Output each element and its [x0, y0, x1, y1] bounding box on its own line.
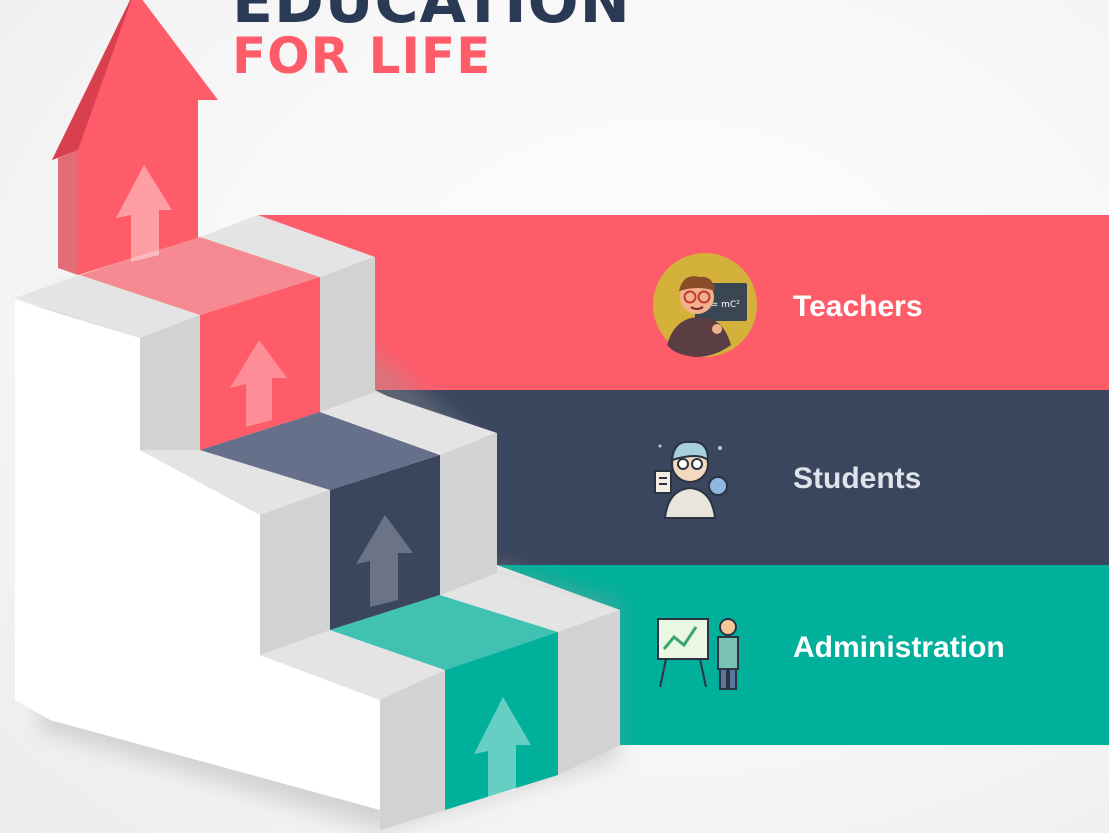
stair-riser-teal — [445, 632, 558, 810]
teachers-label: Teachers — [793, 290, 923, 323]
band-students — [375, 390, 1109, 565]
red-up-arrow — [52, 0, 218, 275]
arrow-on-red-arrow — [116, 165, 172, 262]
arrow-on-navy-step — [356, 515, 413, 607]
students-label: Students — [793, 462, 922, 495]
band-administration — [497, 565, 1109, 745]
subtitle-text: FOR LIFE — [232, 27, 492, 85]
presentation-icon — [657, 618, 739, 690]
teacher-board-text: E = mC² — [702, 300, 740, 310]
arrow-on-teal-step — [474, 697, 531, 797]
student-icon — [654, 440, 728, 519]
page-subtitle: FOR LIFE — [232, 28, 491, 84]
band-backgrounds — [258, 215, 1109, 745]
teacher-icon: E = mC² — [653, 253, 757, 357]
small-arrows — [116, 165, 531, 797]
administration-label: Administration — [793, 631, 1005, 664]
page-title: EDUCATION — [232, 0, 631, 37]
arrow-on-red-step — [230, 340, 287, 427]
stair-tread-1 — [15, 275, 200, 338]
stair-riser-navy — [330, 455, 440, 630]
stair-left-wall — [15, 300, 380, 810]
staircase — [15, 215, 620, 830]
stair-riser-red — [200, 277, 320, 450]
